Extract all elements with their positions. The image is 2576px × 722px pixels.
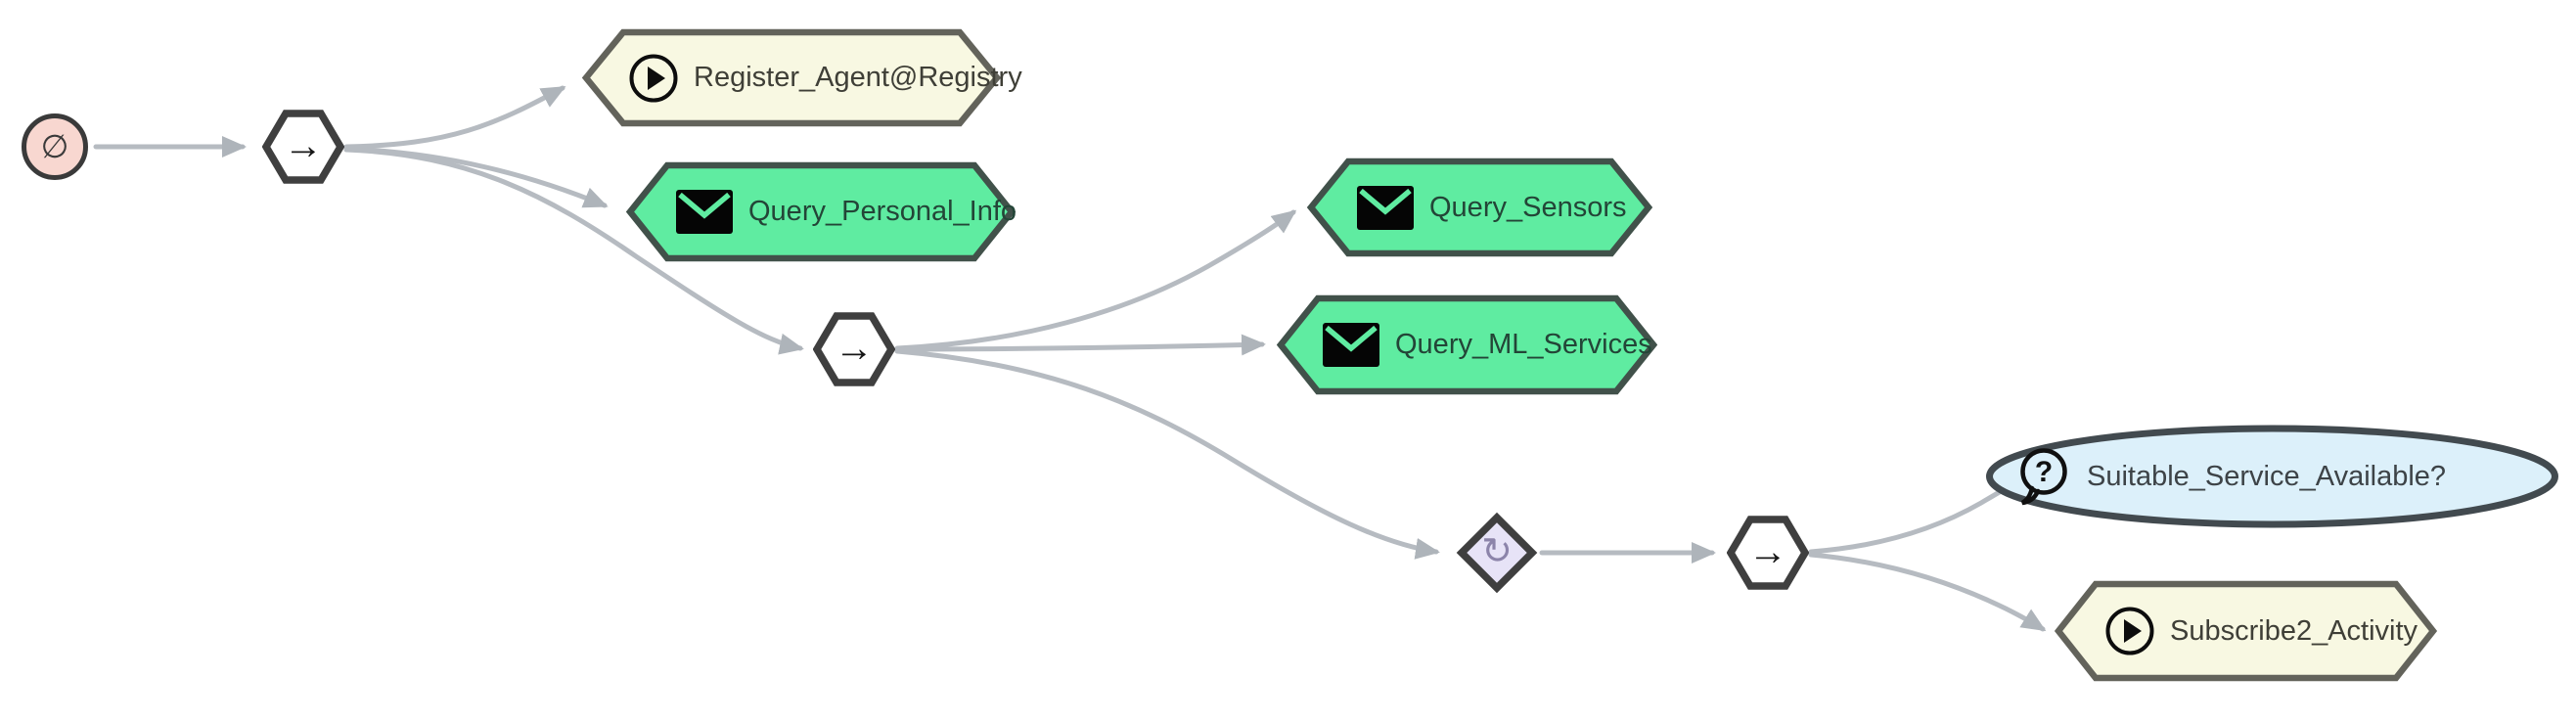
node-label: Register_Agent@Registry <box>694 62 1022 93</box>
node-question-suitable-service: ? Suitable_Service_Available? <box>1985 425 2559 528</box>
node-sequence-gate-2: → <box>813 308 895 390</box>
edge-seq2-query-sensors <box>894 209 1297 351</box>
node-sequence-gate-3: → <box>1727 512 1809 594</box>
node-message-task-query-personal-info: Query_Personal_Info <box>626 161 1017 262</box>
edge-seq1-seq2 <box>343 147 804 355</box>
node-label: Subscribe2_Activity <box>2170 614 2418 647</box>
edge-seq3-subscribe2 <box>1808 552 2047 632</box>
task-hexagon <box>626 161 1016 262</box>
node-message-task-query-ml-services: Query_ML_Services <box>1277 294 1657 395</box>
sequence-arrow-icon: → <box>284 123 323 167</box>
question-bubble-icon: ? <box>2012 445 2075 508</box>
question-ellipse <box>1986 425 2558 528</box>
loop-icon: ↻ <box>1481 529 1513 572</box>
node-label: Query_ML_Services <box>1395 329 1652 360</box>
gate-hexagon <box>262 110 344 184</box>
task-hexagon <box>582 28 1001 127</box>
edge-seq3-suitable-service <box>1808 484 2011 555</box>
task-hexagon <box>1277 294 1657 395</box>
svg-text:?: ? <box>2035 456 2053 488</box>
envelope-icon <box>675 189 734 235</box>
node-task-subscribe2-activity: Subscribe2_Activity <box>2055 580 2437 682</box>
node-label: Query_Sensors <box>1429 191 1627 223</box>
edge-seq2-query-ml-services <box>894 334 1266 356</box>
edge-seq1-register <box>343 85 566 150</box>
node-loop-gate: ↻ <box>1456 512 1538 594</box>
node-label: Suitable_Service_Available? <box>2087 460 2447 492</box>
play-circle-icon <box>627 52 680 105</box>
node-message-task-query-sensors: Query_Sensors <box>1307 158 1652 257</box>
node-sequence-gate-1: → <box>262 106 344 188</box>
gate-hexagon <box>813 312 895 386</box>
task-hexagon <box>1307 158 1652 257</box>
task-hexagon <box>2055 580 2437 682</box>
sequence-arrow-icon: → <box>1748 529 1787 573</box>
node-start-event: ∅ <box>22 113 88 180</box>
envelope-icon <box>1322 322 1380 368</box>
edge-seq2-loop <box>894 348 1440 560</box>
node-task-register-agent: Register_Agent@Registry <box>582 28 1022 127</box>
edge-seq1-query-personal-info <box>343 146 609 208</box>
node-label: Query_Personal_Info <box>748 196 1017 227</box>
loop-diamond <box>1456 512 1538 594</box>
gate-hexagon <box>1727 516 1809 590</box>
envelope-icon <box>1356 185 1415 231</box>
empty-set-icon: ∅ <box>40 127 69 164</box>
play-circle-icon <box>2103 605 2156 657</box>
sequence-arrow-icon: → <box>835 326 874 370</box>
